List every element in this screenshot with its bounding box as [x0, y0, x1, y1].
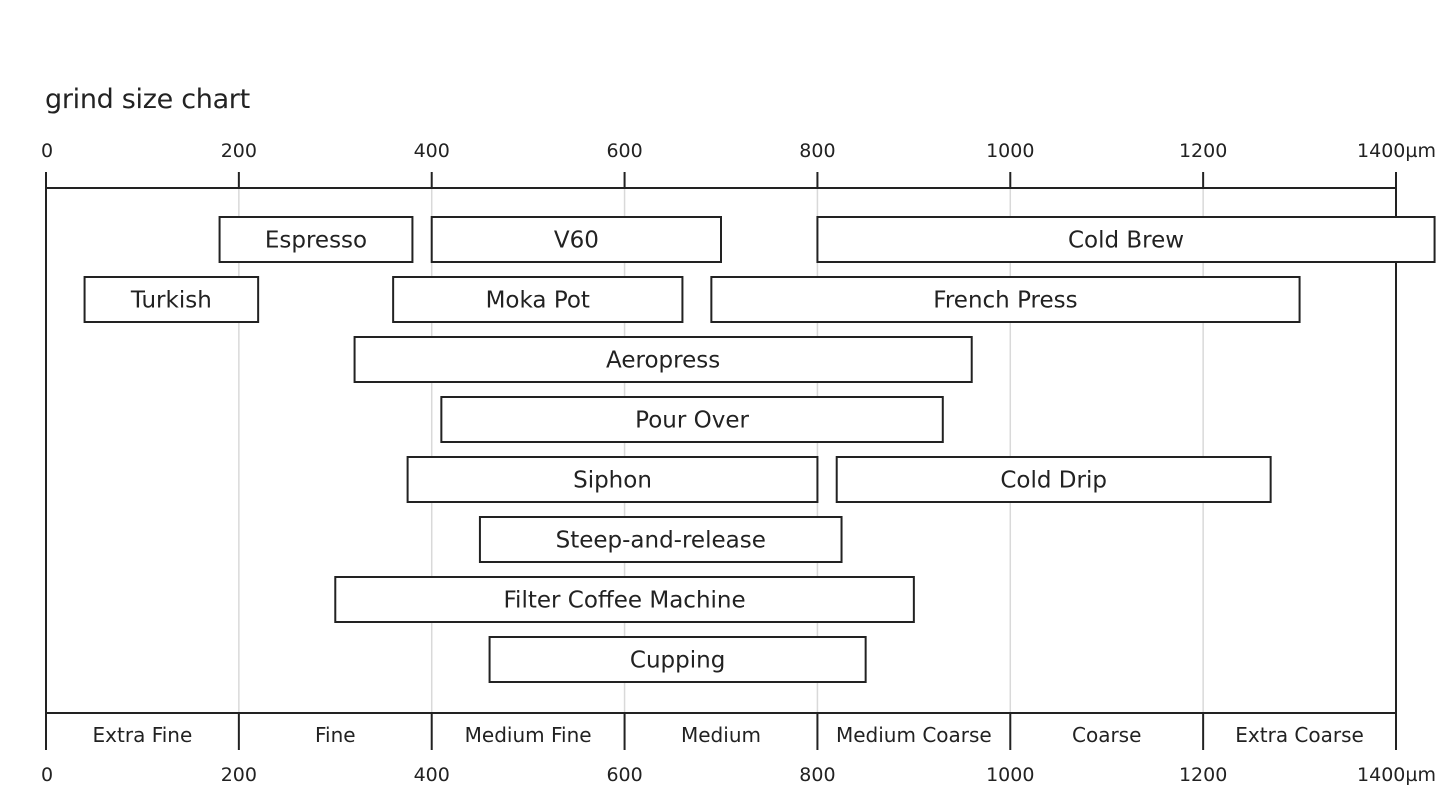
range-bar-label: Aeropress	[606, 348, 720, 374]
range-bar	[488, 636, 867, 683]
top-tick-label: 1200	[1179, 140, 1227, 162]
bottom-tick-label: 1400µm	[1357, 764, 1436, 786]
range-bar-label: Turkish	[130, 288, 212, 314]
top-tick-label: 1400µm	[1357, 140, 1436, 162]
chart-title: grind size chart	[45, 84, 250, 115]
bottom-tick-label: 400	[414, 764, 450, 786]
range-bar-label: Moka Pot	[486, 288, 590, 314]
bottom-tick-label: 0	[41, 764, 53, 786]
top-tick-label: 0	[41, 140, 53, 162]
top-tick-label: 800	[799, 140, 835, 162]
category-label: Extra Coarse	[1235, 723, 1364, 747]
category-label: Extra Fine	[93, 723, 193, 747]
category-label: Coarse	[1072, 723, 1141, 747]
category-label: Fine	[315, 723, 356, 747]
range-bar	[83, 276, 260, 323]
range-bar	[710, 276, 1301, 323]
category-label: Medium	[681, 723, 761, 747]
range-bar-label: Cold Brew	[1068, 228, 1184, 254]
range-bar	[218, 216, 414, 263]
range-bar-label: Pour Over	[635, 408, 749, 434]
top-tick-label: 1000	[986, 140, 1034, 162]
range-bar	[440, 396, 944, 443]
range-bar	[478, 516, 843, 563]
bottom-tick-label: 1000	[986, 764, 1034, 786]
top-tick-label: 600	[606, 140, 642, 162]
range-bar-label: Steep-and-release	[556, 528, 766, 554]
top-tick-label: 200	[221, 140, 257, 162]
range-bar-label: Cupping	[630, 648, 725, 674]
range-bar	[392, 276, 684, 323]
top-tick-label: 400	[414, 140, 450, 162]
range-bar	[430, 216, 722, 263]
range-bar	[353, 336, 973, 383]
category-label: Medium Coarse	[836, 723, 992, 747]
range-bar	[816, 216, 1436, 263]
bottom-tick-label: 800	[799, 764, 835, 786]
bottom-tick-label: 1200	[1179, 764, 1227, 786]
category-label: Medium Fine	[465, 723, 592, 747]
range-bar-label: V60	[554, 228, 599, 254]
bottom-tick-label: 200	[221, 764, 257, 786]
bottom-tick-label: 600	[606, 764, 642, 786]
range-bar	[835, 456, 1272, 503]
range-bar-label: Filter Coffee Machine	[504, 588, 746, 614]
range-bar-label: Cold Drip	[1000, 468, 1107, 494]
range-bar-label: Siphon	[573, 468, 652, 494]
range-bar-label: Espresso	[265, 228, 367, 254]
range-bar-label: French Press	[933, 288, 1077, 314]
range-bar	[334, 576, 915, 623]
range-bar	[406, 456, 819, 503]
